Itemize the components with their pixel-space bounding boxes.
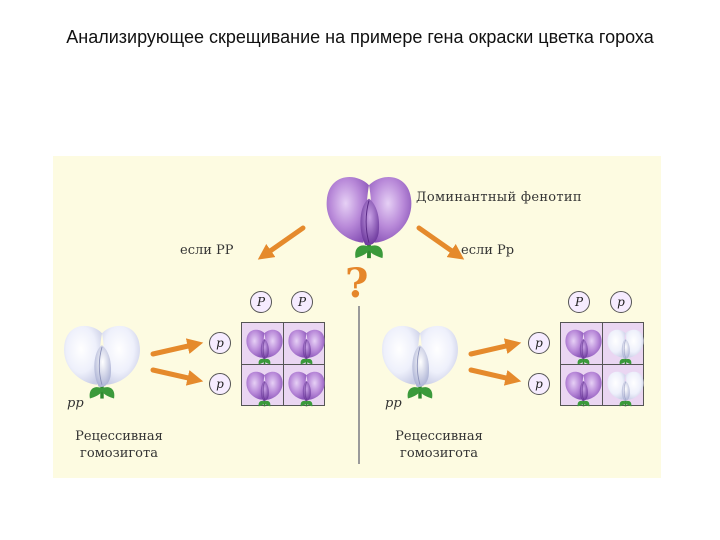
- cross-arrow-left-bottom-icon: [150, 367, 204, 386]
- slide-title: Анализирующее скрещивание на примере ген…: [66, 27, 654, 47]
- gamete-dominant-right-1: P: [568, 291, 590, 313]
- recessive-flower-right-icon: [380, 324, 460, 401]
- cross-arrow-right-bottom-icon: [468, 367, 522, 386]
- gamete-recessive-right-2: p: [528, 373, 550, 395]
- offspring-purple-icon: [564, 328, 603, 366]
- offspring-purple-icon: [245, 370, 284, 408]
- center-divider: [358, 306, 360, 464]
- recessive-flower-left-icon: [62, 324, 142, 401]
- case-left-label: если PP: [180, 243, 234, 258]
- caption-line-2: гомозигота: [80, 446, 158, 461]
- gamete-recessive-left-1: p: [209, 332, 231, 354]
- offspring-white-icon: [606, 328, 645, 366]
- arrow-right-icon: [416, 225, 465, 260]
- caption-line-1: Рецессивная: [75, 429, 163, 444]
- offspring-purple-icon: [564, 370, 603, 408]
- genotype-left-label: pp: [67, 396, 84, 411]
- punnett-square-right: [560, 322, 645, 408]
- offspring-purple-icon: [245, 328, 284, 366]
- offspring-purple-icon: [287, 328, 326, 366]
- cross-arrow-right-top-icon: [468, 338, 522, 357]
- caption-line-1: Рецессивная: [395, 429, 483, 444]
- diagram-panel: Доминантный фенотип если PP если Pp ? pp…: [53, 156, 661, 478]
- gamete-dominant-left-2: P: [291, 291, 313, 313]
- gamete-dominant-left-1: P: [250, 291, 272, 313]
- offspring-white-icon: [606, 370, 645, 408]
- offspring-purple-icon: [287, 370, 326, 408]
- genotype-right-label: pp: [385, 396, 402, 411]
- arrow-left-icon: [257, 225, 306, 260]
- dominant-flower-icon: [324, 175, 414, 261]
- gamete-dominant-right-2: p: [610, 291, 632, 313]
- cross-arrow-left-top-icon: [150, 338, 204, 357]
- dominant-phenotype-label: Доминантный фенотип: [416, 190, 582, 205]
- recessive-caption-left: Рецессивная гомозигота: [63, 428, 175, 462]
- gamete-recessive-left-2: p: [209, 373, 231, 395]
- case-right-label: если Pp: [461, 243, 515, 258]
- question-mark: ?: [345, 260, 369, 307]
- gamete-recessive-right-1: p: [528, 332, 550, 354]
- punnett-square-left: [241, 322, 326, 408]
- recessive-caption-right: Рецессивная гомозигота: [383, 428, 495, 462]
- caption-line-2: гомозигота: [400, 446, 478, 461]
